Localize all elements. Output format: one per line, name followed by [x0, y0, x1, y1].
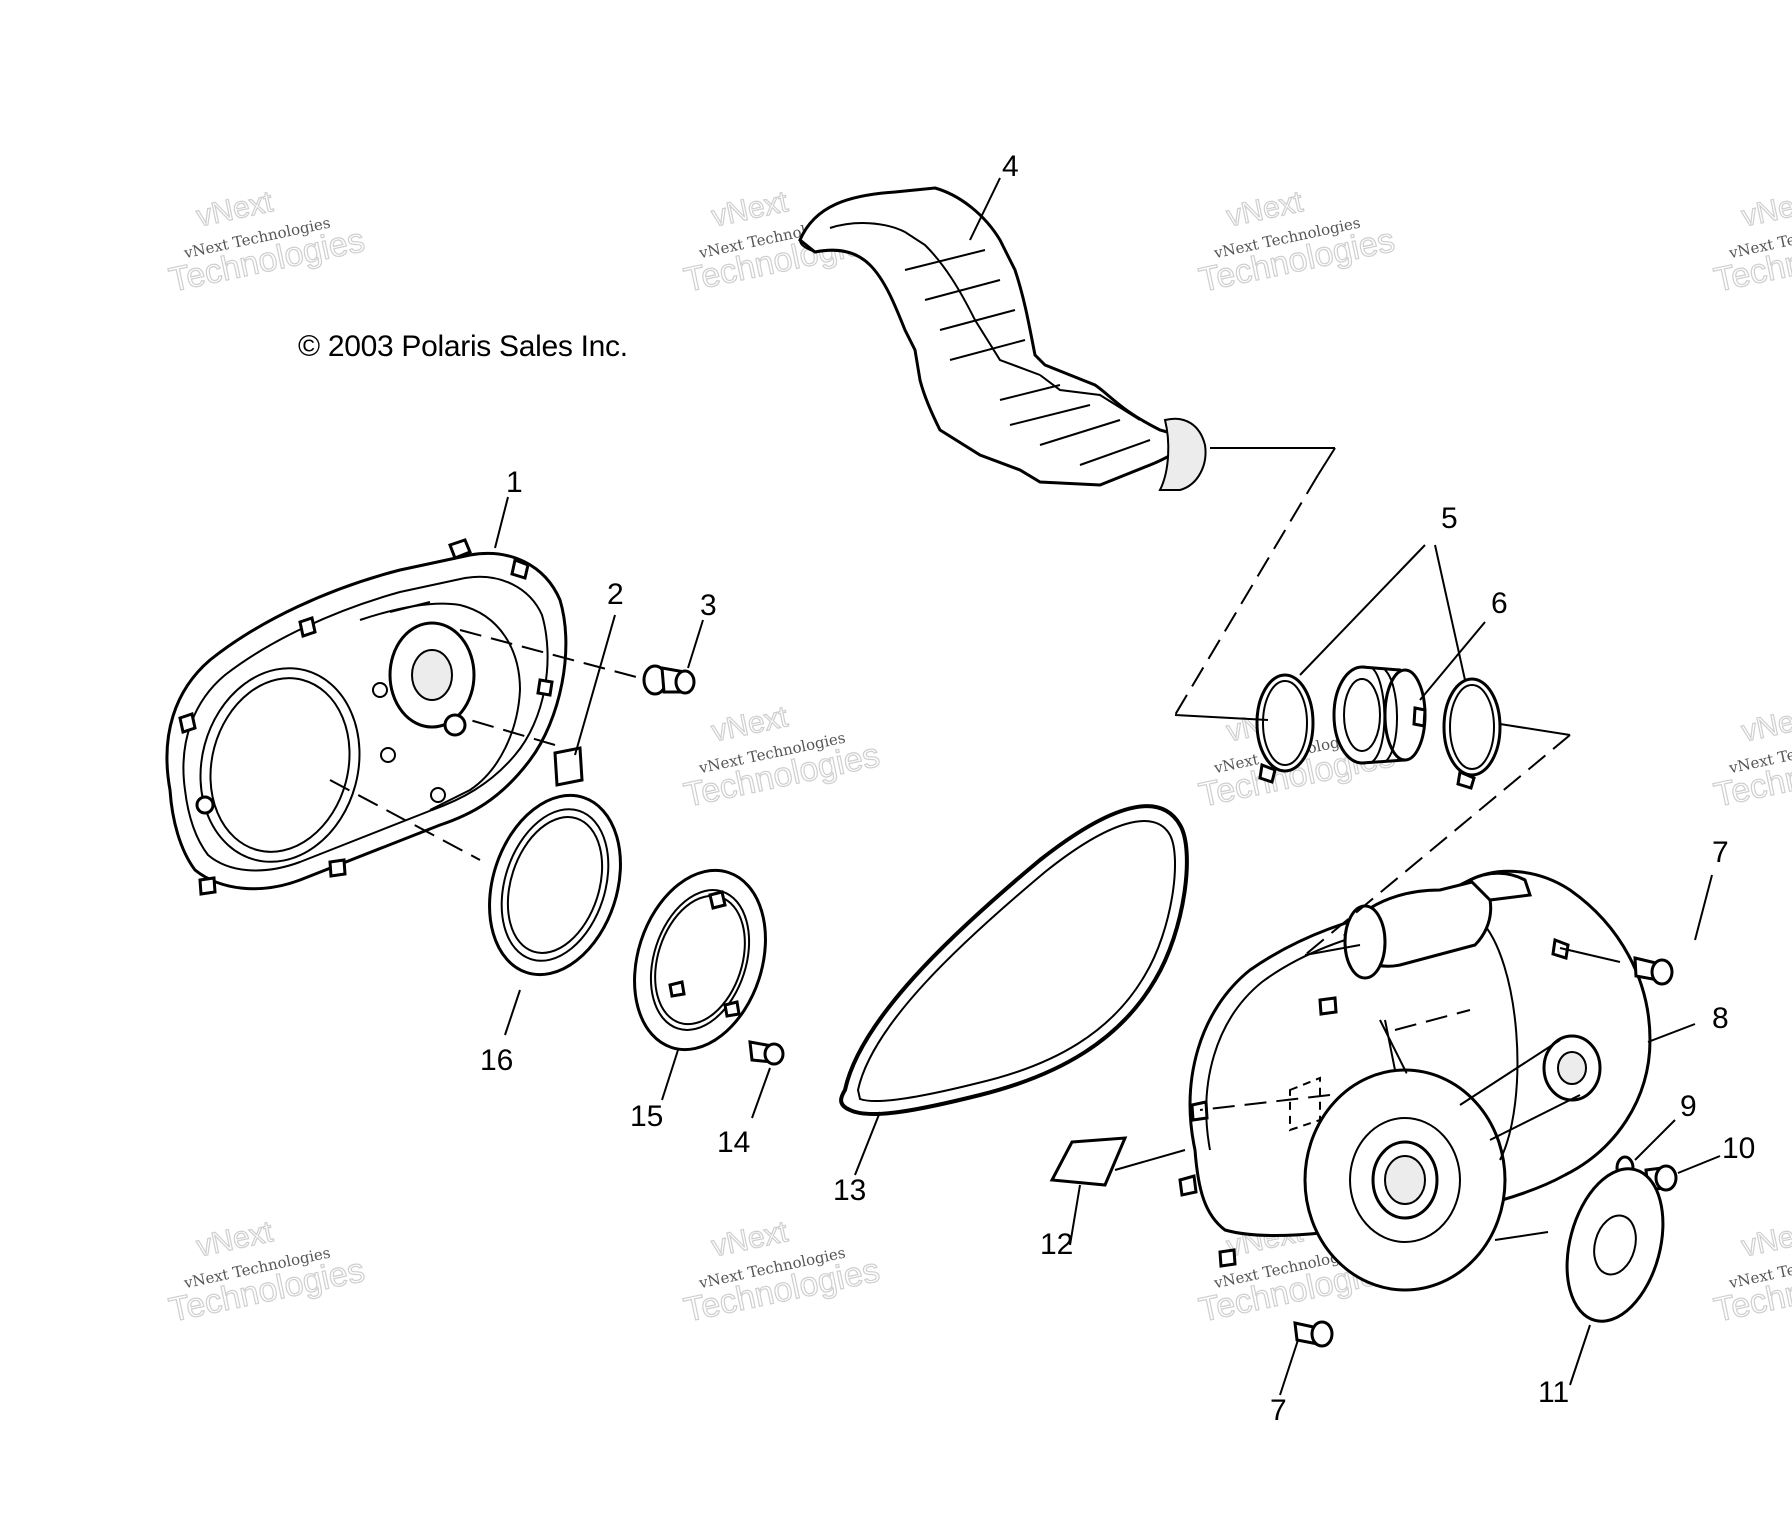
- callout-12: 12: [1040, 1228, 1073, 1261]
- callout-15: 15: [630, 1100, 663, 1133]
- seal-part-16: [488, 793, 622, 977]
- callout-16: 16: [480, 1044, 513, 1077]
- callout-4: 4: [1002, 150, 1019, 183]
- callout-3: 3: [700, 589, 717, 622]
- decal-part-2: [553, 746, 584, 787]
- outer-cover-part-8: [1178, 869, 1652, 1292]
- watermark: vNext vNext Technologies Technologies: [680, 700, 883, 816]
- watermark: vNext vNext Technologies Technologies: [1710, 185, 1792, 301]
- callout-13: 13: [833, 1174, 866, 1207]
- callout-7-lower: 7: [1270, 1394, 1287, 1427]
- clamp-part-5-left: [1255, 673, 1315, 784]
- callout-14: 14: [717, 1126, 750, 1159]
- leader-lines: [329, 177, 1721, 1396]
- air-duct-part-4: [798, 186, 1207, 491]
- bolt-part-3: [642, 664, 696, 696]
- ring-plate-part-15: [633, 868, 767, 1052]
- drive-belt-part-13: [839, 804, 1189, 1116]
- svg-text:vNext: vNext: [1739, 185, 1792, 233]
- watermark: vNext vNext Technologies Technologies: [680, 1215, 883, 1331]
- callout-8: 8: [1712, 1002, 1729, 1035]
- callout-labels: 1 2 3 4 5 6 7 7 8 9 10 11 12 13 14 15 16: [480, 150, 1755, 1427]
- callout-11: 11: [1538, 1376, 1569, 1409]
- watermark: vNext vNext Technologies Technologies: [165, 1215, 368, 1331]
- callout-1: 1: [506, 466, 523, 499]
- watermark: vNext vNext Technologies Technologies: [1195, 185, 1398, 301]
- screw-part-14: [748, 1040, 785, 1066]
- fitting-part-10: [1644, 1164, 1678, 1192]
- callout-6: 6: [1491, 587, 1508, 620]
- callout-7-upper: 7: [1712, 836, 1729, 869]
- svg-text:vNext: vNext: [1739, 1215, 1792, 1263]
- callout-9: 9: [1680, 1090, 1697, 1123]
- decal-part-12: [1049, 1136, 1128, 1187]
- boot-part-6: [1332, 665, 1427, 765]
- bolt-part-7-upper: [1633, 956, 1674, 986]
- watermark: vNext vNext Technologies Technologies: [1710, 1215, 1792, 1331]
- washer-part-11: [1565, 1167, 1665, 1323]
- bolt-part-7-lower: [1293, 1320, 1334, 1348]
- watermark: vNext vNext Technologies Technologies: [1710, 700, 1792, 816]
- callout-5: 5: [1441, 502, 1458, 535]
- callout-2: 2: [607, 578, 624, 611]
- inner-cover-part-1: [165, 538, 568, 896]
- callout-10: 10: [1722, 1132, 1755, 1165]
- clamp-part-5-right: [1442, 677, 1502, 790]
- copyright-notice: © 2003 Polaris Sales Inc.: [298, 330, 628, 363]
- svg-text:vNext: vNext: [1739, 700, 1792, 748]
- watermark: vNext vNext Technologies Technologies: [165, 185, 368, 301]
